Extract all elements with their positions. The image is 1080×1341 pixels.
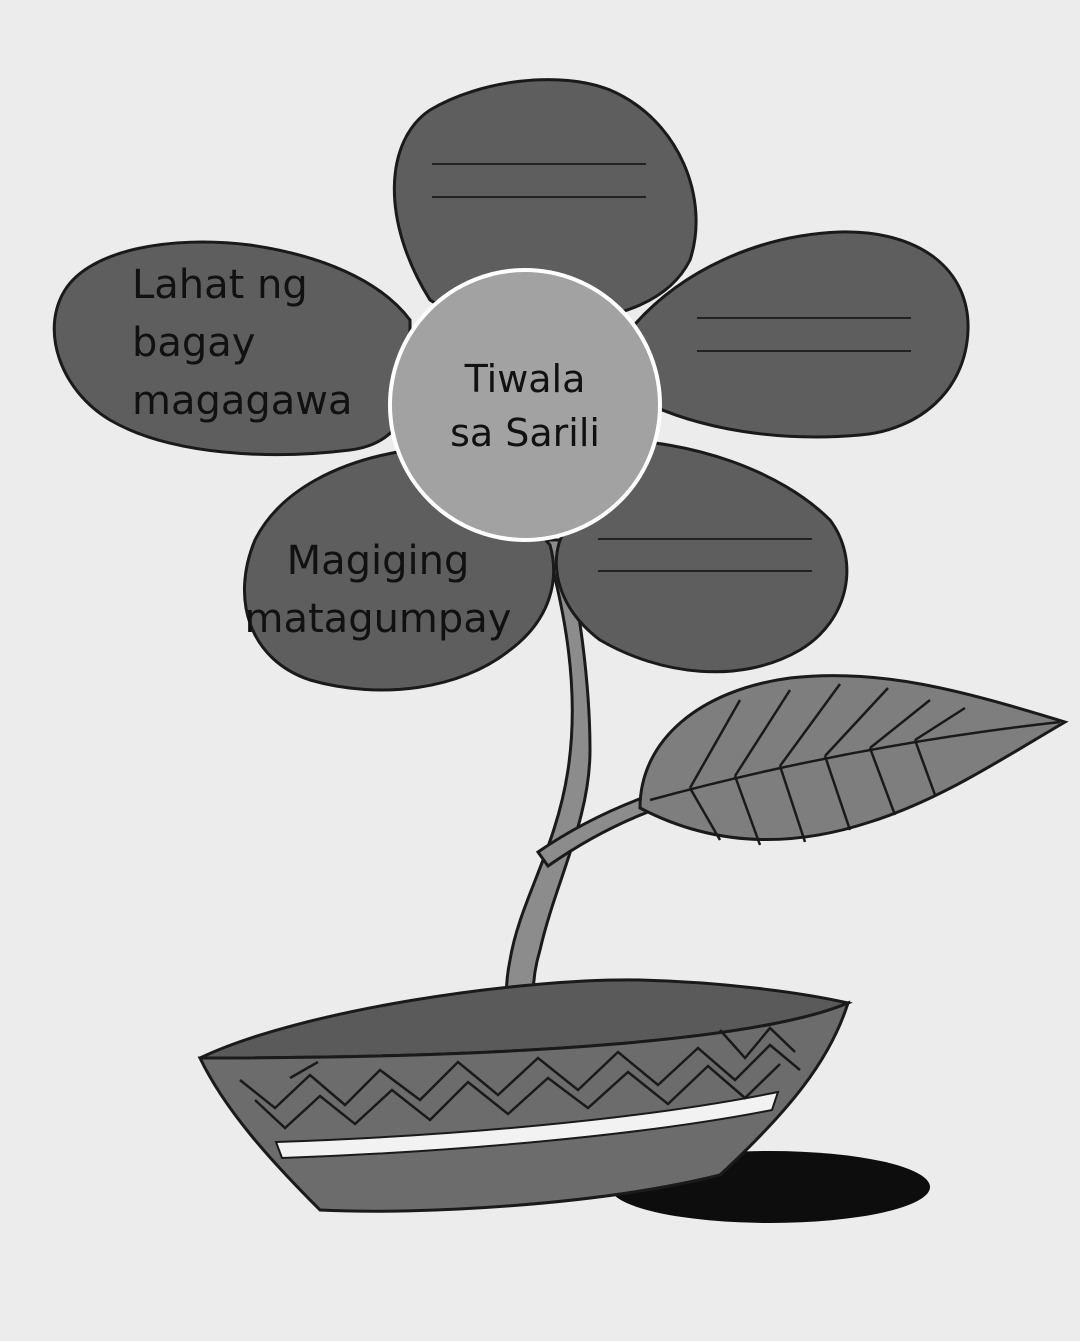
petal-lower-left-line-2: matagumpay	[228, 590, 528, 648]
petal-upper-left-line-1: Lahat ng	[132, 256, 353, 314]
petal-upper-left-text: Lahat ng bagay magagawa	[132, 256, 353, 430]
petal-lower-right-blank-line-2[interactable]	[598, 570, 812, 572]
petal-top-blank-line-2[interactable]	[432, 196, 646, 198]
center-label-line-1: Tiwala	[415, 352, 635, 406]
petal-lower-left-text: Magiging matagumpay	[228, 532, 528, 648]
petal-top-blank-line-1[interactable]	[432, 163, 646, 165]
petal-lower-left-line-1: Magiging	[228, 532, 528, 590]
petal-upper-left-line-3: magagawa	[132, 372, 353, 430]
petal-lower-right-blank-line-1[interactable]	[598, 538, 812, 540]
petal-upper-right-blank-line-2[interactable]	[697, 350, 911, 352]
center-label: Tiwala sa Sarili	[415, 352, 635, 460]
petal-upper-left-line-2: bagay	[132, 314, 353, 372]
center-label-line-2: sa Sarili	[415, 406, 635, 460]
petal-upper-right-blank-line-1[interactable]	[697, 317, 911, 319]
leaf	[640, 676, 1065, 840]
